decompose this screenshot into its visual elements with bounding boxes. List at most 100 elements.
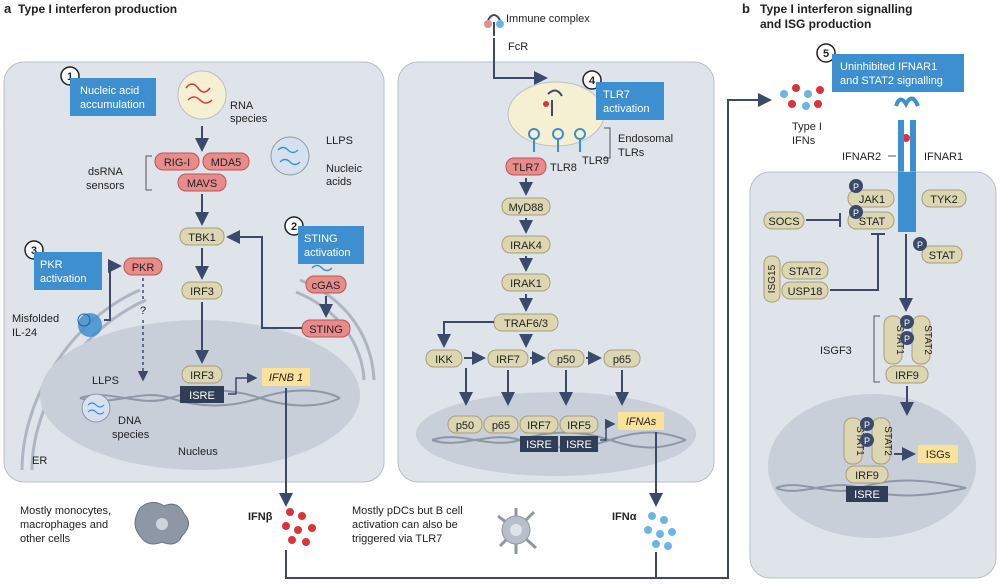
dna-label-2: species <box>112 429 150 441</box>
panel-b-title-1: Type I interferon signalling <box>760 2 912 16</box>
isre-element-2 <box>560 436 598 452</box>
stat2-c-label: STAT2 <box>922 325 933 355</box>
nuc-phospho-1-icon <box>860 417 874 431</box>
nucleic-acids-label-2: acids <box>326 176 352 188</box>
step-1-number: 1 <box>67 71 73 83</box>
nuc-p50-label: p50 <box>456 420 474 432</box>
monocyte-nucleus-icon <box>156 518 168 530</box>
step-4-number: 4 <box>589 75 596 87</box>
step-4-label-2: activation <box>603 103 649 115</box>
misfolded-il24-icon <box>78 313 102 337</box>
type1-ifns-label-1: Type I <box>792 121 822 133</box>
isre-element-1 <box>520 436 558 452</box>
jak1-phospho-icon <box>849 179 863 193</box>
stat2-protein <box>781 261 829 280</box>
step-2-number: 2 <box>291 221 297 233</box>
tyk2-label: TYK2 <box>930 194 958 206</box>
pdc-nucleus-icon <box>510 524 522 536</box>
step-3-box <box>34 252 102 290</box>
isre-b-element <box>846 486 888 502</box>
er-label: ER <box>32 455 47 467</box>
tyk2-protein <box>921 189 967 208</box>
nuc-p50-protein <box>447 415 483 434</box>
isg15-label: ISG15 <box>767 264 778 293</box>
step-5-badge <box>816 43 836 63</box>
ikk-label: IKK <box>435 354 453 366</box>
step-2-box <box>298 226 364 264</box>
myd88-protein <box>501 197 551 216</box>
pkr-label: PKR <box>132 262 155 274</box>
isre-2-label: ISRE <box>566 439 592 451</box>
nuc-p65-protein <box>483 415 519 434</box>
ifn-delivery-arrow <box>285 93 772 579</box>
irf9-nuc-protein <box>845 465 889 484</box>
ifnb1-label: IFNB 1 <box>269 372 303 384</box>
stat2-nuc-label: STAT2 <box>882 426 893 456</box>
irak4-protein <box>501 235 551 254</box>
immune-complex-label: Immune complex <box>506 13 590 25</box>
pdc-note-3: triggered via TLR7 <box>352 533 442 545</box>
transcription-arrow-ifnas <box>600 418 616 441</box>
irf9-nuc-label: IRF9 <box>855 470 879 482</box>
dna-helix-2 <box>79 389 341 407</box>
p50-protein <box>547 349 585 368</box>
rna-label-1: RNA <box>230 100 254 112</box>
fcr-label: FcR <box>508 41 528 53</box>
stat1-nuc-label: STAT1 <box>854 426 865 456</box>
usp18-protein <box>781 281 829 300</box>
step-2-label-1: STING <box>304 233 338 245</box>
ifnb-label: IFNβ <box>248 511 273 523</box>
stat-outer-protein <box>921 245 963 264</box>
rna-label-2: species <box>230 113 268 125</box>
arrow-fcr-to-endosome <box>493 38 548 85</box>
stat-phospho-icon <box>849 205 863 219</box>
llps-top-label: LLPS <box>326 135 353 147</box>
ifna-molecules-icon <box>644 512 676 550</box>
cgas-protein <box>305 275 347 294</box>
irf3-nuclear-protein <box>181 365 223 384</box>
step-1-label-2: accumulation <box>80 99 145 111</box>
endosomal-tlrs-icon <box>528 128 586 152</box>
nucleic-acid-strands-icon <box>277 146 301 166</box>
tlr8-label: TLR8 <box>550 162 577 174</box>
ifnar-ectodomain-icon <box>894 96 920 109</box>
nucleus-2 <box>416 392 696 476</box>
jak1-protein <box>847 189 895 208</box>
step-1-label-1: Nucleic acid <box>80 85 139 97</box>
p65-label: p65 <box>613 354 631 366</box>
nuc-phospho-1-label: P <box>864 420 870 430</box>
tbk1-label: TBK1 <box>188 232 216 244</box>
rig-i-protein <box>154 152 200 171</box>
ifnas-label: IFNAs <box>626 416 657 428</box>
cells-note-1: Mostly monocytes, <box>20 505 111 517</box>
arrow-sting-to-tbk1 <box>226 230 302 329</box>
isre-1-label: ISRE <box>526 439 552 451</box>
stat-inner-label: STAT <box>859 216 886 228</box>
nucleic-acids-label-1: Nucleic <box>326 163 363 175</box>
ifnar1-label: IFNAR1 <box>924 151 963 163</box>
cell-2-body <box>397 61 715 483</box>
rna-vesicle <box>177 70 227 120</box>
rna-strands-icon <box>185 83 213 104</box>
irak1-label: IRAK1 <box>510 278 542 290</box>
nuc-irf7-label: IRF7 <box>527 420 551 432</box>
endosomal-label-1: Endosomal <box>618 133 673 145</box>
panel-b-letter: b <box>742 1 750 16</box>
mda5-protein <box>202 152 250 171</box>
step-2-label-2: activation <box>304 247 350 259</box>
isgf3-bracket <box>873 315 880 383</box>
dna-strands-icon <box>87 402 105 415</box>
dsrna-label-1: dsRNA <box>88 166 124 178</box>
panel-a-title: Type I interferon production <box>18 2 177 16</box>
nuc-irf5-label: IRF5 <box>567 420 591 432</box>
cells-note-2: macrophages and <box>20 519 108 531</box>
sting-label: STING <box>309 324 343 336</box>
pdc-note-2: activation can also be <box>352 519 458 531</box>
irf7-label: IRF7 <box>496 354 520 366</box>
myd88-label: MyD88 <box>509 202 544 214</box>
dsrna-label-2: sensors <box>86 180 125 192</box>
mavs-protein <box>177 173 227 192</box>
irf9-protein <box>885 365 929 384</box>
